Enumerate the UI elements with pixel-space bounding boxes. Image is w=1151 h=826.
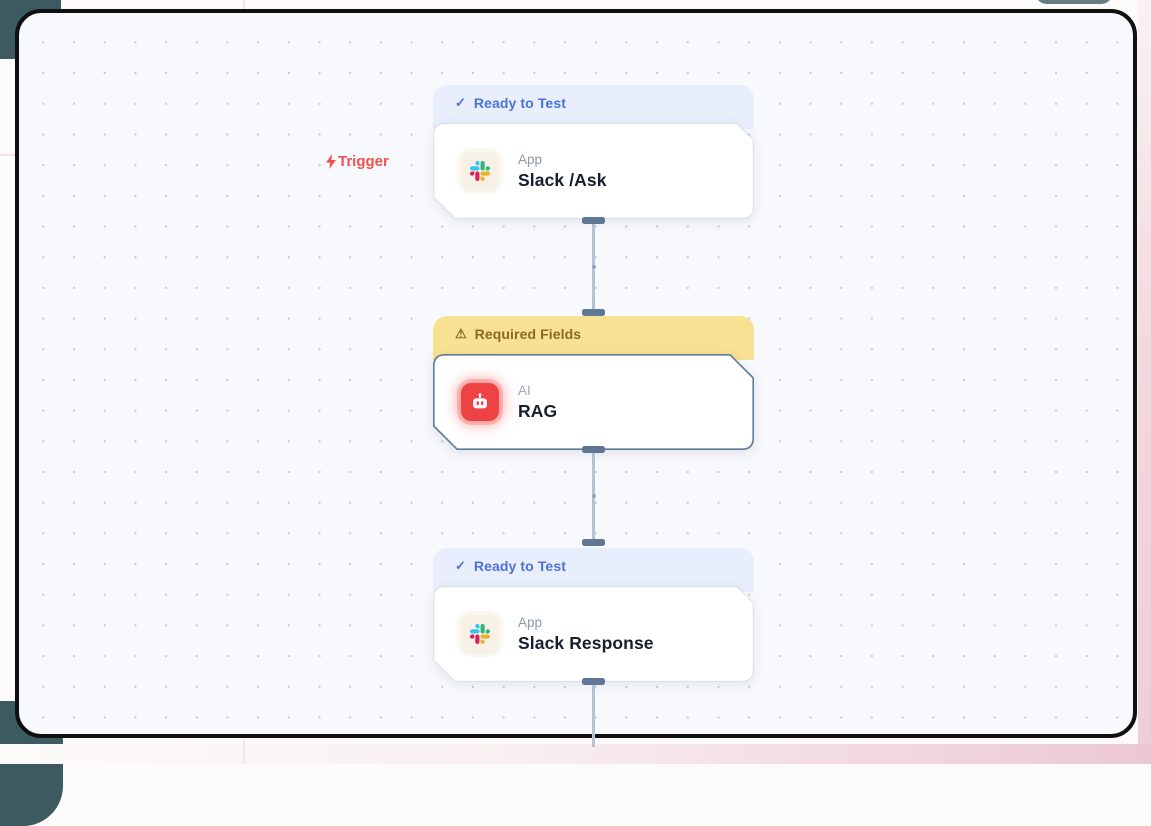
connector-input-port[interactable]: [582, 309, 605, 316]
connector-input-port[interactable]: [582, 539, 605, 546]
trigger-label-text: Trigger: [338, 153, 389, 170]
node-category: App: [518, 152, 607, 167]
warning-icon: ⚠: [455, 325, 467, 343]
node-category: AI: [518, 383, 557, 398]
node-title: Slack /Ask: [518, 170, 607, 191]
trigger-label: Trigger: [325, 153, 393, 170]
check-icon: ✓: [455, 557, 466, 575]
page-gridline-vertical-bottom: [243, 740, 245, 764]
page-corner-accent-top-right: [1035, 0, 1113, 4]
connector-slack-ask-to-rag: [582, 220, 605, 313]
connector-slack-response-out: [582, 681, 605, 747]
node-card-slack-ask[interactable]: App Slack /Ask: [433, 123, 754, 219]
page-right-gradient: [1138, 0, 1151, 764]
badge-label: Ready to Test: [474, 94, 566, 112]
robot-icon: [461, 383, 499, 421]
check-icon: ✓: [455, 94, 466, 112]
node-card-slack-response[interactable]: App Slack Response: [433, 586, 754, 682]
connector-output-port[interactable]: [582, 678, 605, 685]
node-title: RAG: [518, 401, 557, 422]
page-bottom-gradient: [0, 744, 1151, 764]
page-gridline-horizontal: [0, 154, 15, 156]
node-card-rag[interactable]: AI RAG: [433, 354, 754, 450]
slack-icon: [461, 615, 499, 653]
lightning-bolt-icon: [325, 154, 337, 169]
badge-label: Ready to Test: [474, 557, 566, 575]
node-category: App: [518, 615, 654, 630]
badge-label: Required Fields: [475, 325, 582, 343]
connector-rag-to-slack-response: [582, 449, 605, 543]
connector-output-port[interactable]: [582, 446, 605, 453]
slack-icon: [461, 152, 499, 190]
page-gridline-vertical-top: [243, 0, 245, 9]
connector-output-port[interactable]: [582, 217, 605, 224]
node-title: Slack Response: [518, 633, 654, 654]
workflow-canvas[interactable]: Trigger ✓ Ready to Test: [15, 9, 1137, 738]
